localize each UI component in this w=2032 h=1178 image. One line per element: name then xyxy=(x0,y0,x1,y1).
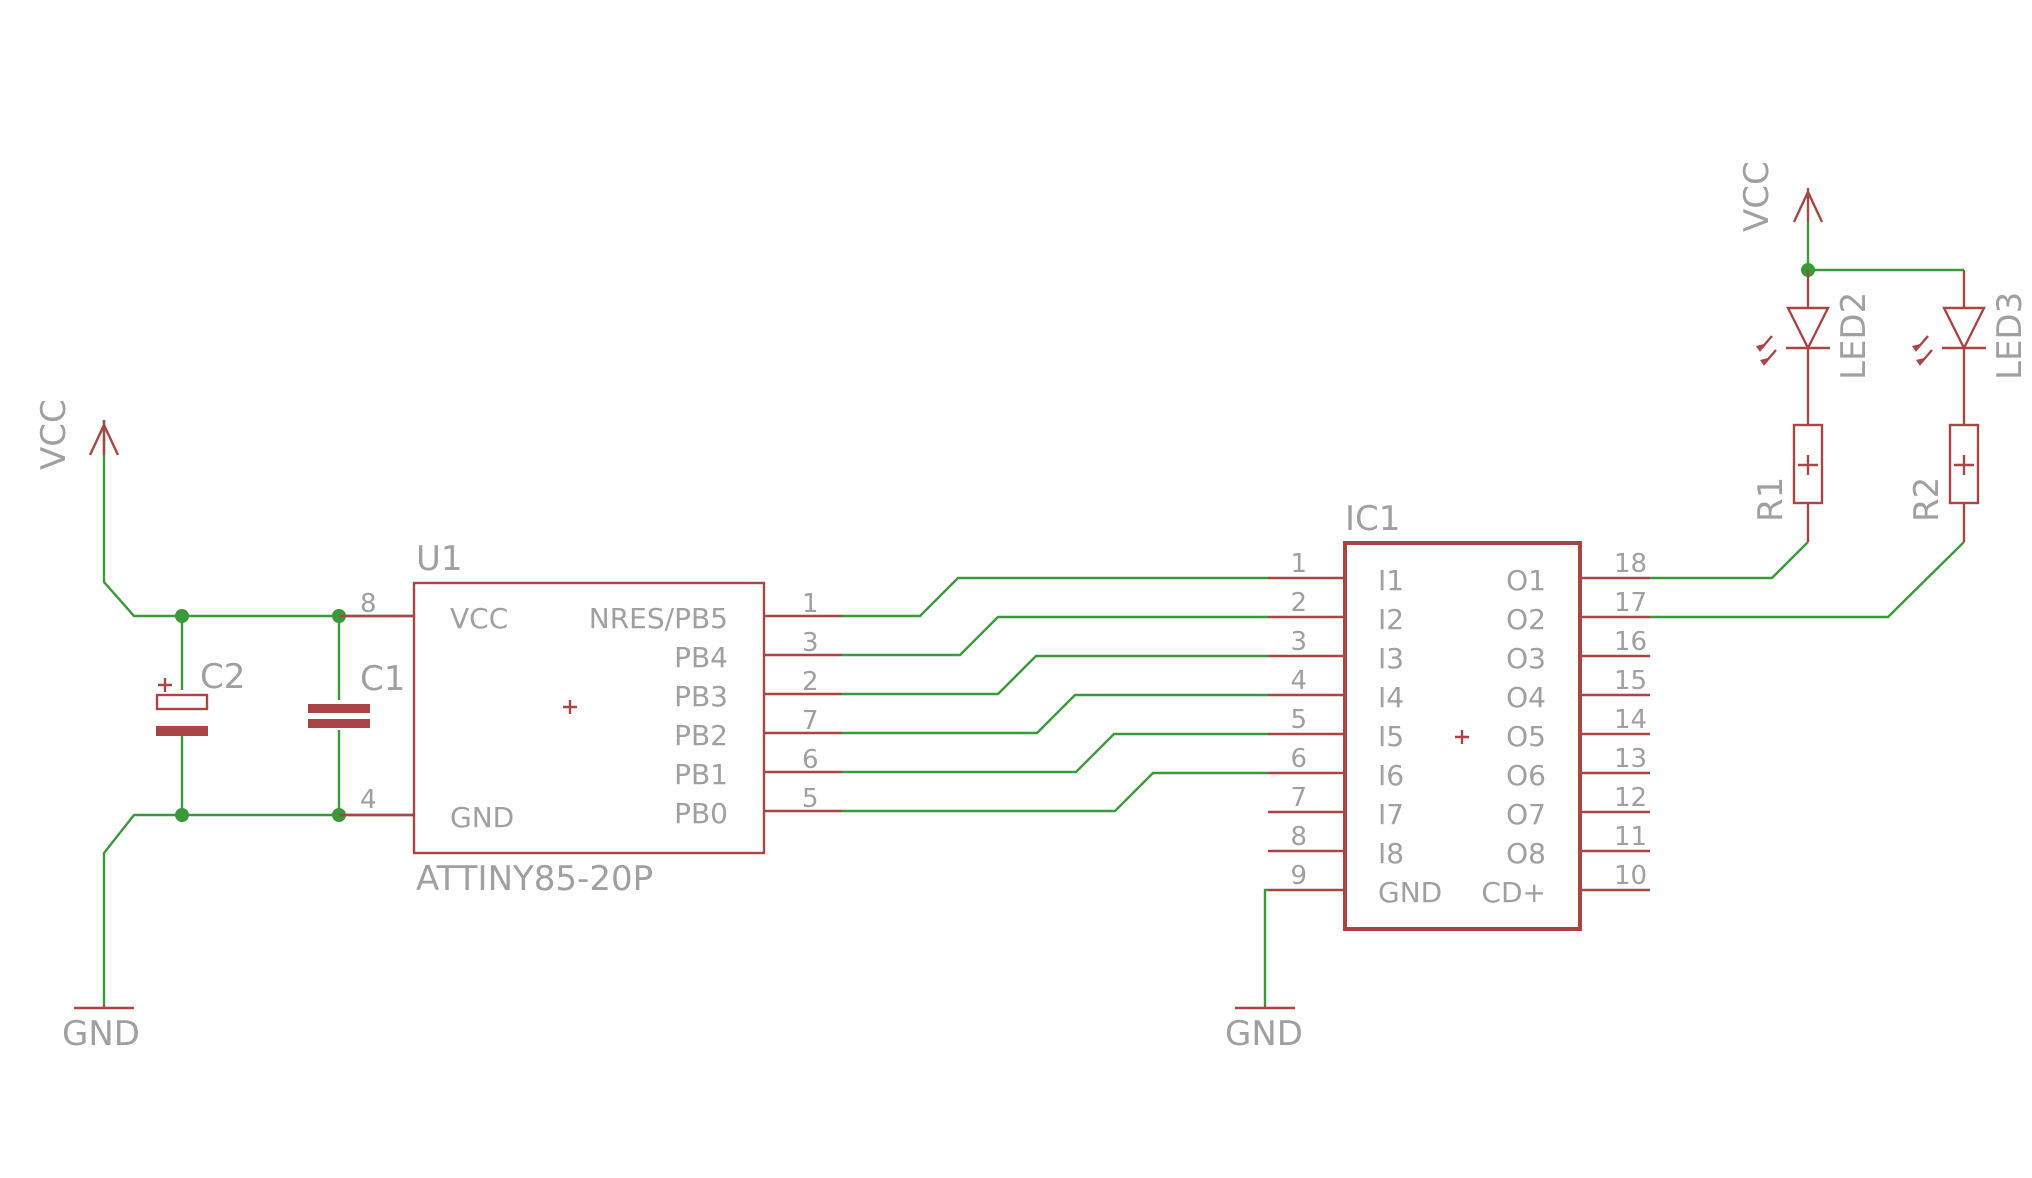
capacitor-c1: C1 xyxy=(308,659,405,728)
u1-pin-num: 6 xyxy=(802,745,819,775)
ic1-pin-num: 3 xyxy=(1290,627,1307,657)
u1-pin-label: PB0 xyxy=(674,797,728,830)
wire-pb3-i3 xyxy=(842,654,1268,696)
u1-pin-num: 1 xyxy=(802,589,819,619)
u1-body xyxy=(412,581,766,855)
ic1-pin-num: 14 xyxy=(1614,705,1647,735)
u1-pin-label: GND xyxy=(450,801,514,834)
ic1-name: IC1 xyxy=(1345,499,1400,539)
u1-pin-num: 7 xyxy=(802,706,819,736)
ic1-pin-label: O2 xyxy=(1506,603,1546,636)
u1-attiny85: U1 ATTINY85-20P 8 VCC 4 GND 1 3 2 7 6 5 … xyxy=(339,539,842,899)
wire-pb4-i2 xyxy=(842,615,1268,657)
u1-pin-label: NRES/PB5 xyxy=(589,602,728,635)
ic1-pin-num: 2 xyxy=(1290,588,1307,618)
junctions xyxy=(175,263,1815,822)
ic1-pin-label: O4 xyxy=(1506,681,1546,714)
wire-vcc-right xyxy=(1806,222,1964,272)
ic1-pin-label: O1 xyxy=(1506,564,1546,597)
vcc-symbol-right: VCC xyxy=(1737,161,1824,232)
ic1-pin-num: 11 xyxy=(1614,822,1647,852)
ic1-pin-label: O3 xyxy=(1506,642,1546,675)
resistor-r1: R1 xyxy=(1751,423,1824,542)
wire-pb1-i5 xyxy=(842,732,1268,774)
u1-pin-label: PB1 xyxy=(674,758,728,791)
vcc-symbol-left: VCC xyxy=(34,399,120,470)
gnd-label-left: GND xyxy=(62,1014,140,1054)
ic1-pin-label: O7 xyxy=(1506,798,1546,831)
ic1-pin-num: 5 xyxy=(1290,705,1307,735)
gnd-symbol-left: GND xyxy=(62,1005,140,1054)
ic1-pin-num: 12 xyxy=(1614,783,1647,813)
wire-vcc-left xyxy=(102,420,414,618)
ic1-pin-num: 1 xyxy=(1290,549,1307,579)
ic1-pin-label: I8 xyxy=(1378,837,1404,870)
wire-pb5-i1 xyxy=(842,576,1268,618)
r2-label: R2 xyxy=(1907,477,1947,522)
ic1-driver: IC1 1 2 3 4 5 6 7 8 9 I1 I2 I3 I4 I5 I6 … xyxy=(1268,499,1650,931)
ic1-pin-num: 8 xyxy=(1290,822,1307,852)
u1-pin-label: PB3 xyxy=(674,680,728,713)
u1-pin-label: VCC xyxy=(450,602,508,635)
ic1-pin-num: 17 xyxy=(1614,588,1647,618)
wire-ic1-gnd xyxy=(1263,888,1268,1005)
wire-o2-r2 xyxy=(1650,541,1965,619)
c1-label: C1 xyxy=(360,659,405,699)
resistor-r2: R2 xyxy=(1907,423,1980,542)
u1-pin-num: 2 xyxy=(802,667,819,697)
wire-gnd-left xyxy=(102,813,414,1005)
vcc-label-left: VCC xyxy=(34,399,74,470)
ic1-pin-num: 13 xyxy=(1614,744,1647,774)
capacitor-c2: C2 xyxy=(155,657,245,736)
ic1-pin-label: I3 xyxy=(1378,642,1404,675)
u1-pin-num: 8 xyxy=(360,589,377,619)
junction-dot xyxy=(175,808,189,822)
ic1-pin-num: 6 xyxy=(1290,744,1307,774)
ic1-pin-label: I6 xyxy=(1378,759,1404,792)
ic1-pin-num: 4 xyxy=(1290,666,1307,696)
junction-dot xyxy=(175,609,189,623)
led2: LED2 xyxy=(1756,270,1874,425)
wire-pb2-i4 xyxy=(842,693,1268,735)
ic1-pin-label: I1 xyxy=(1378,564,1404,597)
ic1-pin-num: 16 xyxy=(1614,627,1647,657)
ic1-pin-label: O6 xyxy=(1506,759,1546,792)
ic1-pin-num: 9 xyxy=(1290,861,1307,891)
ic1-pin-num: 10 xyxy=(1614,861,1647,891)
ic1-pin-label: GND xyxy=(1378,876,1442,909)
u1-pin-num: 5 xyxy=(802,784,819,814)
ic1-pin-num: 15 xyxy=(1614,666,1647,696)
ic1-pin-num: 18 xyxy=(1614,549,1647,579)
wire-pb0-i6 xyxy=(842,771,1268,813)
wires xyxy=(102,222,1965,1005)
gnd-symbol-right: GND xyxy=(1225,1005,1303,1054)
u1-value: ATTINY85-20P xyxy=(416,859,653,899)
c2-label: C2 xyxy=(200,657,245,697)
u1-pin-label: PB2 xyxy=(674,719,728,752)
ic1-body xyxy=(1343,541,1582,931)
r1-label: R1 xyxy=(1751,477,1791,522)
ic1-pin-label: O5 xyxy=(1506,720,1546,753)
ic1-pin-num: 7 xyxy=(1290,783,1307,813)
ic1-pin-label: I2 xyxy=(1378,603,1404,636)
u1-pin-num: 4 xyxy=(360,785,377,815)
u1-pin-label: PB4 xyxy=(674,641,728,674)
ic1-pin-label: CD+ xyxy=(1481,876,1546,909)
led3: LED3 xyxy=(1912,270,2030,425)
ic1-pin-label: I7 xyxy=(1378,798,1404,831)
vcc-label-right: VCC xyxy=(1737,161,1777,232)
wire-o1-r1 xyxy=(1650,541,1809,580)
ic1-pin-label: I5 xyxy=(1378,720,1404,753)
ic1-pin-label: I4 xyxy=(1378,681,1404,714)
gnd-label-right: GND xyxy=(1225,1014,1303,1054)
led2-label: LED2 xyxy=(1834,292,1874,380)
led3-label: LED3 xyxy=(1990,292,2030,380)
ic1-pin-label: O8 xyxy=(1506,837,1546,870)
u1-pin-num: 3 xyxy=(802,628,819,658)
u1-name: U1 xyxy=(416,539,463,579)
